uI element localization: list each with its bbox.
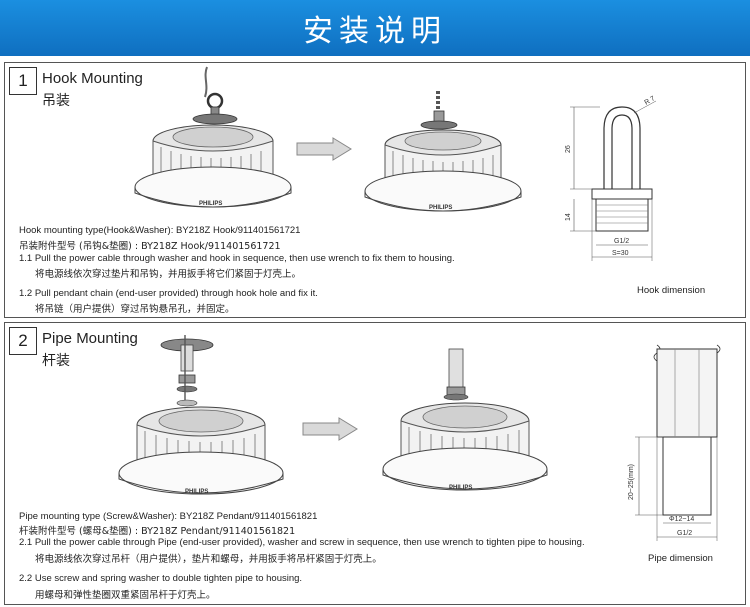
arrow-icon	[296, 137, 352, 161]
arrow-icon	[302, 417, 358, 441]
header-banner: 安装说明	[0, 0, 750, 56]
pipe-dimension-drawing: 20~25(mm) Φ12~14 G1/2	[628, 344, 721, 541]
hook-mounting-section: 1 Hook Mounting 吊装 PHILIPS	[4, 62, 746, 318]
brand-label: PHILIPS	[199, 201, 222, 207]
dim-diameter-label: Φ12~14	[669, 516, 694, 523]
dim-26-label: 26	[565, 145, 572, 153]
banner-title: 安装说明	[303, 14, 447, 49]
hook-fixture-after-illustration: PHILIPS	[364, 91, 522, 212]
pipe-type-en: Pipe mounting type (Screw&Washer): BY218…	[19, 511, 318, 522]
pipe-step-2-cn: 用螺母和弹性垫圈双重紧固吊杆于灯壳上。	[35, 590, 216, 601]
pipe-mounting-section: 2 Pipe Mounting 杆装 PHILIPS	[4, 322, 746, 605]
hook-dimension-caption: Hook dimension	[637, 285, 706, 296]
pipe-fixture-after-illustration: PHILIPS	[382, 348, 548, 491]
pipe-type-cn: 杆装附件型号 (螺母&垫圈) : BY218Z Pendant/91140156…	[19, 526, 296, 537]
brand-label: PHILIPS	[185, 489, 208, 495]
pipe-step-1-en: 2.1 Pull the power cable through Pipe (e…	[19, 537, 585, 548]
hook-type-cn: 吊装附件型号 (吊钩&垫圈) : BY218Z Hook/91140156172…	[19, 241, 281, 252]
hook-step-2-cn: 将吊链（用户提供）穿过吊钩悬吊孔，并固定。	[35, 304, 235, 315]
pipe-dimension-caption: Pipe dimension	[648, 553, 713, 564]
pipe-fixture-before-illustration: PHILIPS	[118, 335, 284, 495]
section-title: Hook Mounting	[42, 70, 143, 87]
hook-step-1-cn: 将电源线依次穿过垫片和吊钩，并用扳手将它们紧固于灯壳上。	[35, 269, 302, 280]
pipe-step-1-cn: 将电源线依次穿过吊杆（用户提供），垫片和螺母，并用扳手将吊杆紧固于灯壳上。	[35, 554, 382, 565]
hook-step-1-en: 1.1 Pull the power cable through washer …	[19, 253, 455, 264]
section-subtitle: 吊装	[42, 93, 70, 109]
dim-s-label: S=30	[612, 250, 629, 257]
section-title: Pipe Mounting	[42, 330, 138, 347]
section-subtitle: 杆装	[42, 353, 70, 369]
dim-14-label: 14	[565, 213, 572, 221]
brand-label: PHILIPS	[429, 205, 452, 211]
section-number: 1	[9, 67, 37, 95]
dim-g-label: G1/2	[614, 238, 629, 245]
pipe-step-2-en: 2.2 Use screw and spring washer to doubl…	[19, 573, 303, 584]
dim-r-label: R 7	[644, 95, 657, 107]
section-number: 2	[9, 327, 37, 355]
hook-dimension-drawing: 26 14 R 7 G1/2 S=30	[565, 95, 657, 261]
hook-type-en: Hook mounting type(Hook&Washer): BY218Z …	[19, 225, 301, 236]
dim-length-label: 20~25(mm)	[628, 464, 635, 500]
hook-step-2-en: 1.2 Pull pendant chain (end-user provide…	[19, 288, 318, 299]
dim-g-label: G1/2	[677, 530, 692, 537]
brand-label: PHILIPS	[449, 485, 472, 491]
hook-fixture-before-illustration: PHILIPS	[134, 66, 292, 208]
